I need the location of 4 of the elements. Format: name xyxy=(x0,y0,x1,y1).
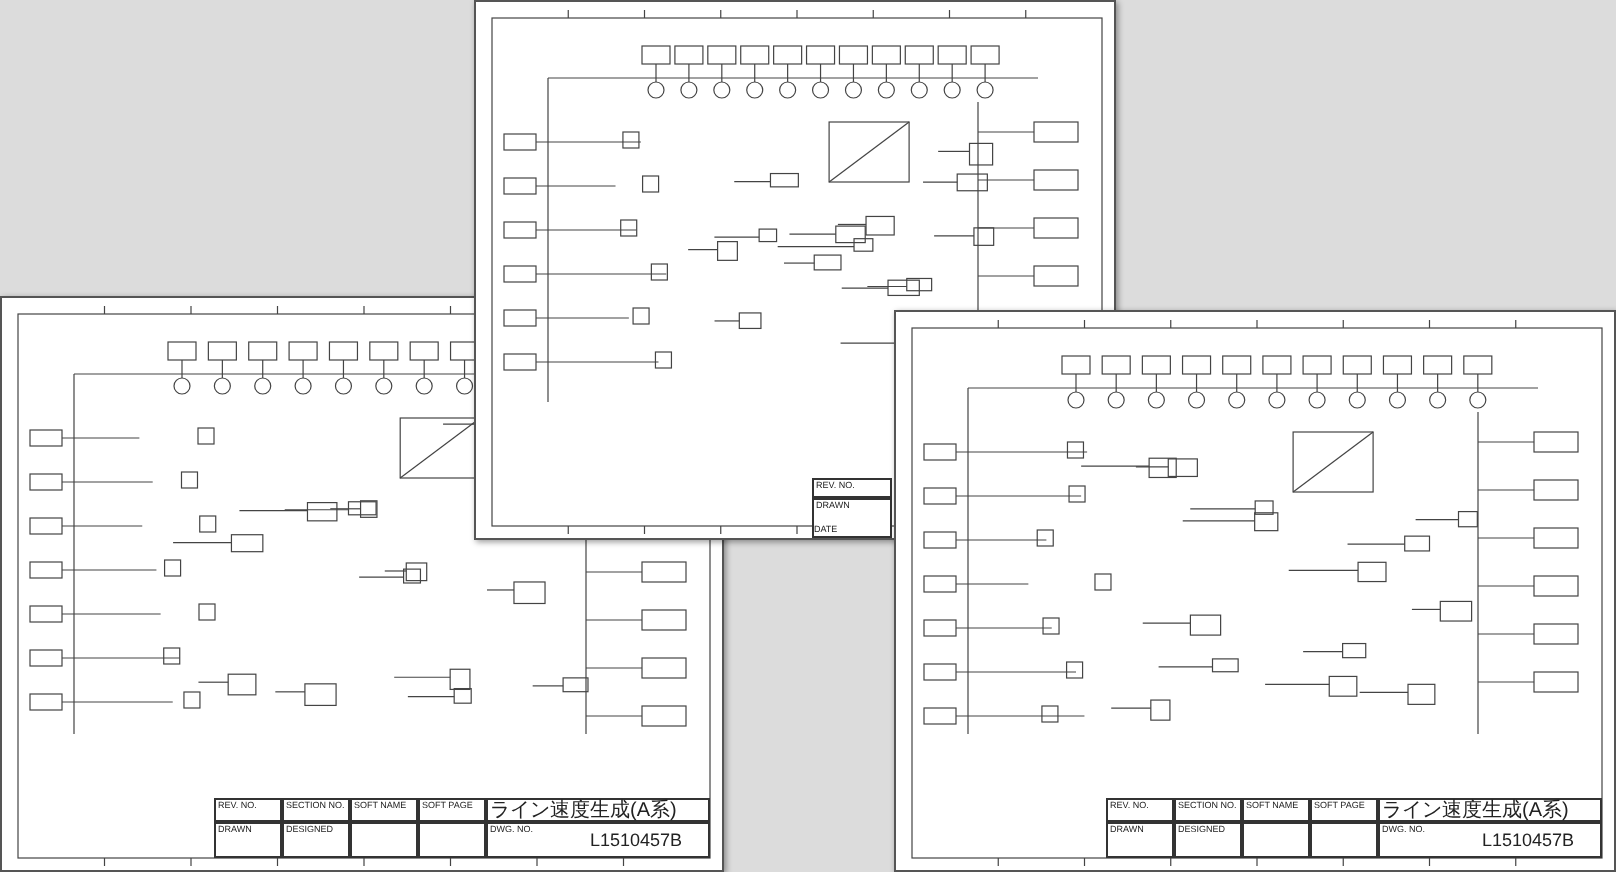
drawing-number: L1510457B xyxy=(590,832,683,850)
drawing-number: L1510457B xyxy=(1482,832,1575,850)
title-block-text: ライン速度生成(A系) xyxy=(490,802,677,822)
title-block-text: ライン速度生成(A系) xyxy=(1382,802,1569,822)
